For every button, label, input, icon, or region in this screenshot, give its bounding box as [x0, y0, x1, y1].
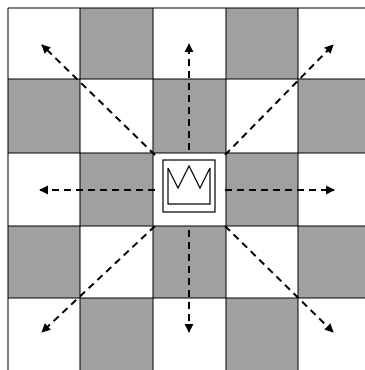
dark-square-r0-c1: [80, 8, 153, 79]
light-square-r0-c2: [153, 8, 226, 79]
arrow-up-left: [41, 44, 156, 156]
dark-square-r3-c2: [153, 226, 226, 298]
arrow-down-right: [224, 225, 334, 333]
crown-icon: [167, 164, 211, 205]
dark-square-r1-c4: [298, 79, 365, 153]
board-squares: [8, 8, 365, 370]
move-arrows: [39, 43, 335, 333]
dark-square-r4-c1: [80, 298, 153, 370]
arrow-up-right: [224, 44, 334, 156]
light-square-r4-c4: [298, 298, 365, 370]
light-square-r0-c4: [298, 8, 365, 79]
dark-square-r3-c0: [8, 226, 80, 298]
dark-square-r3-c4: [298, 226, 365, 298]
arrow-down-left: [41, 225, 156, 333]
crown-piece: [162, 159, 216, 213]
dark-square-r1-c2: [153, 79, 226, 153]
dark-square-r0-c3: [226, 8, 298, 79]
light-square-r4-c0: [8, 298, 80, 370]
light-square-r0-c0: [8, 8, 80, 79]
light-square-r2-c4: [298, 153, 365, 226]
light-square-r1-c1: [80, 79, 153, 153]
light-square-r4-c2: [153, 298, 226, 370]
dark-square-r4-c3: [226, 298, 298, 370]
dark-square-r1-c0: [8, 79, 80, 153]
board-gridlines: [7, 7, 365, 370]
